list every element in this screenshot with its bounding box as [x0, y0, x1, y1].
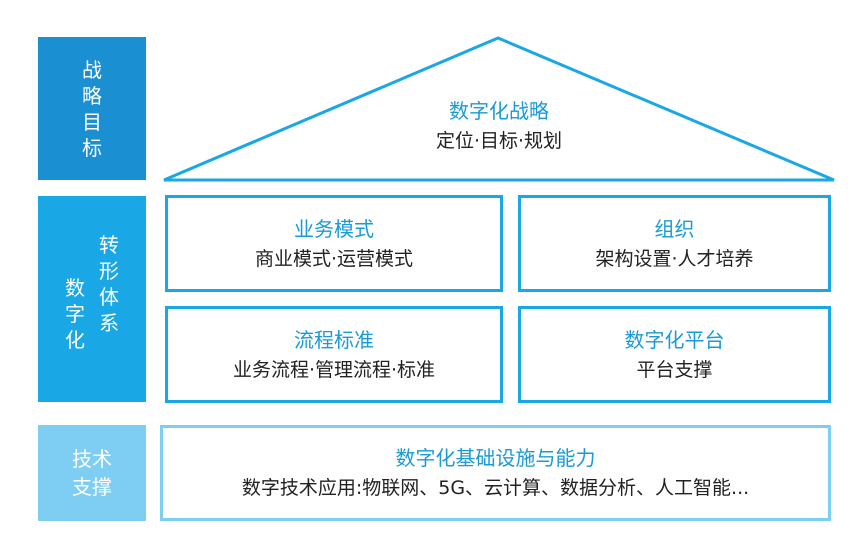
infrastructure-title: 数字化基础设施与能力: [395, 446, 596, 470]
digital-platform-subtitle: 平台支撑: [636, 358, 713, 381]
roof-title: 数字化战略: [449, 99, 549, 123]
business-model-box: 业务模式 商业模式·运营模式: [165, 195, 503, 292]
transformation-system-text: 转形体系: [99, 233, 119, 335]
organization-title: 组织: [654, 216, 695, 241]
process-standard-title: 流程标准: [294, 327, 374, 352]
digital-text: 数字化: [65, 276, 85, 352]
organization-box: 组织 架构设置·人才培养: [518, 195, 831, 292]
business-model-subtitle: 商业模式·运营模式: [254, 247, 414, 270]
technical-support-text: 技术支撑: [72, 447, 112, 499]
roof-subtitle: 定位·目标·规划: [435, 130, 563, 152]
strategy-goal-label: 战略目标: [38, 37, 146, 180]
roof-triangle: [163, 36, 835, 182]
infrastructure-subtitle: 数字技术应用:物联网、5G、云计算、数据分析、人工智能...: [241, 477, 750, 499]
digital-transformation-label: 数字化 转形体系: [38, 196, 146, 402]
business-model-title: 业务模式: [294, 216, 374, 241]
process-standard-subtitle: 业务流程·管理流程·标准: [232, 358, 436, 381]
roof-text: 数字化战略 定位·目标·规划: [160, 96, 838, 156]
process-standard-box: 流程标准 业务流程·管理流程·标准: [165, 306, 503, 403]
technical-support-label: 技术支撑: [38, 425, 146, 521]
infrastructure-box: 数字化基础设施与能力 数字技术应用:物联网、5G、云计算、数据分析、人工智能..…: [160, 425, 831, 521]
digital-platform-box: 数字化平台 平台支撑: [518, 306, 831, 403]
strategy-goal-text: 战略目标: [82, 57, 102, 160]
organization-subtitle: 架构设置·人才培养: [595, 247, 754, 270]
digital-platform-title: 数字化平台: [624, 327, 725, 352]
